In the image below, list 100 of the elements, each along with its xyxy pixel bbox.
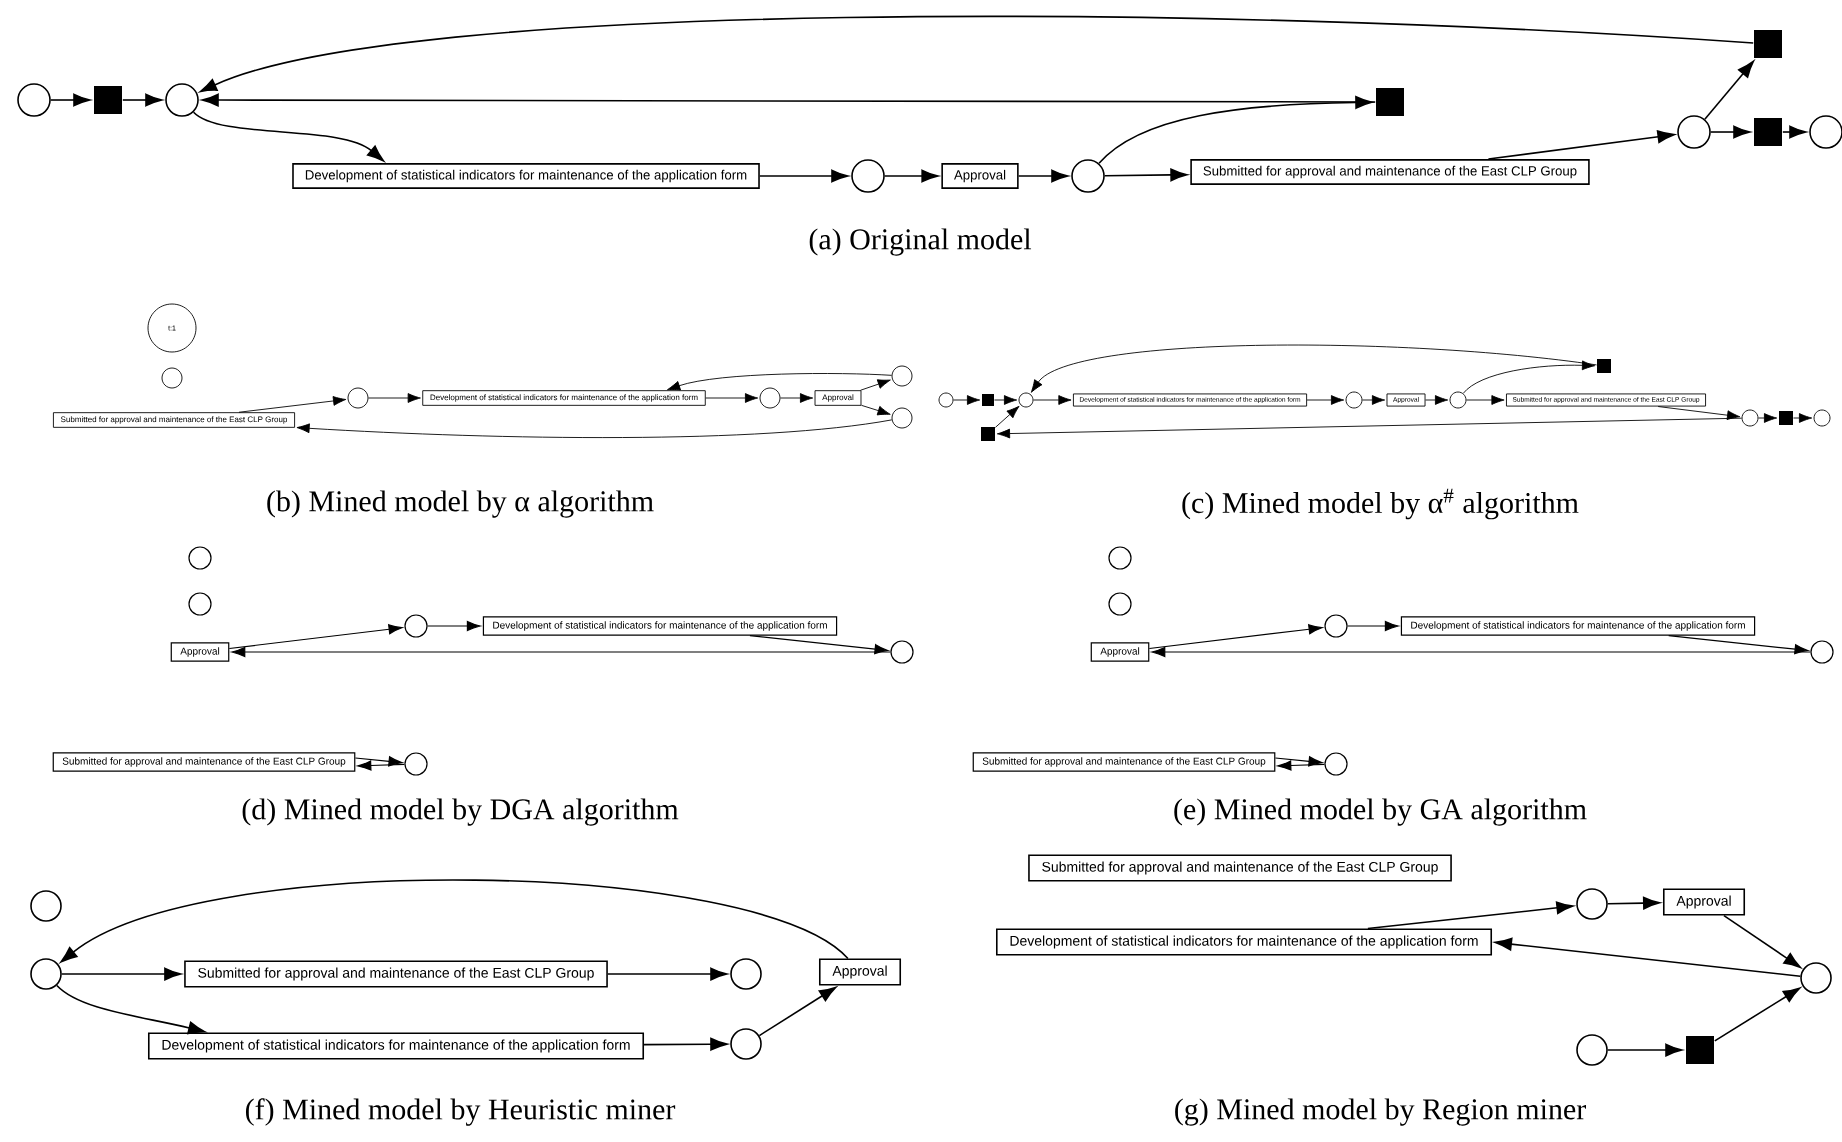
arrow	[50, 93, 91, 107]
arrow	[1710, 125, 1751, 139]
place-circle	[891, 365, 913, 387]
place-circle	[890, 640, 914, 664]
arrow	[1148, 624, 1323, 650]
arrow	[860, 379, 891, 391]
arrow	[1607, 1043, 1683, 1057]
arrow	[1017, 169, 1069, 183]
place-circle	[1108, 546, 1132, 570]
arrow	[238, 396, 347, 413]
arrow	[1466, 395, 1505, 405]
arrow	[1714, 987, 1801, 1042]
arrow	[994, 395, 1018, 405]
arrow	[201, 93, 1376, 107]
place-circle	[188, 546, 212, 570]
arrow	[995, 405, 1020, 428]
arrow	[861, 404, 891, 416]
place-circle	[730, 958, 762, 990]
place-circle	[1576, 1034, 1608, 1066]
place-circle	[30, 890, 62, 922]
place-circle	[891, 407, 913, 429]
place-circle	[347, 387, 369, 409]
caption: (b) Mined model by α algorithm	[267, 490, 654, 518]
arrow	[56, 984, 206, 1035]
place-circle	[1677, 115, 1711, 149]
place-circle	[404, 752, 428, 776]
arrow	[1098, 96, 1373, 165]
arrow	[1607, 896, 1661, 910]
place-circle	[1810, 640, 1834, 664]
place-circle	[1018, 392, 1034, 408]
place-circle	[188, 592, 212, 616]
arrow	[996, 417, 1742, 439]
caption: (e) Mined model by GA algorithm	[1174, 798, 1587, 826]
place-circle	[938, 392, 954, 408]
place-circle	[1741, 409, 1759, 427]
place-circle	[730, 1028, 762, 1060]
place-circle	[851, 159, 885, 193]
place-circle	[1324, 614, 1348, 638]
arrow	[705, 393, 759, 403]
place-circle	[1345, 391, 1363, 409]
arrow	[1462, 360, 1596, 394]
caption: (f) Mined model by Heuristic miner	[245, 1098, 676, 1126]
place-circle	[1800, 962, 1832, 994]
arrow	[357, 760, 405, 771]
place-circle	[30, 958, 62, 990]
arrow	[1030, 344, 1597, 393]
arrow	[1657, 406, 1741, 421]
transition-square	[1376, 88, 1404, 116]
arrow	[1668, 635, 1809, 655]
caption: (d) Mined model by DGA algorithm	[242, 798, 679, 826]
arrow	[953, 395, 981, 405]
transition-square	[1779, 411, 1793, 425]
arrow	[1033, 395, 1072, 405]
place-circle	[1576, 888, 1608, 920]
place-circle	[759, 387, 781, 409]
arrow	[354, 756, 403, 767]
place-circle	[1449, 391, 1467, 409]
arrow	[1487, 130, 1675, 160]
arrow	[228, 624, 403, 650]
arrow	[1362, 395, 1386, 405]
arrow	[759, 169, 849, 183]
arrow	[643, 1037, 728, 1051]
place-circle	[161, 367, 183, 389]
arrow	[1425, 395, 1449, 405]
arrow	[1793, 413, 1813, 423]
arrow	[780, 393, 814, 403]
transition-square	[981, 427, 995, 441]
place-circle	[404, 614, 428, 638]
arrow	[1347, 620, 1399, 632]
transition-square	[1754, 30, 1782, 58]
arrow	[231, 646, 891, 658]
arrow	[1367, 901, 1574, 930]
arrow	[1782, 125, 1807, 139]
arrow	[192, 111, 385, 162]
arrow	[1758, 413, 1778, 423]
arrow	[122, 93, 163, 107]
transition-square	[982, 394, 994, 406]
arrow	[199, 15, 1754, 93]
arrow	[749, 635, 889, 655]
caption: (c) Mined model by α$^{#}$ algorithm	[1182, 488, 1579, 520]
caption: (g) Mined model by Region miner	[1175, 1098, 1586, 1126]
arrow	[1274, 756, 1323, 767]
place-circle	[1813, 409, 1831, 427]
arrow	[667, 373, 893, 391]
arrow	[1104, 168, 1188, 182]
arrow	[1277, 760, 1325, 771]
place-circle	[17, 83, 51, 117]
caption: (a) Original model	[809, 228, 1032, 256]
arrow	[61, 967, 182, 981]
arrow	[607, 967, 728, 981]
arrow	[368, 393, 421, 403]
arrow	[1151, 646, 1811, 658]
place-circle	[1324, 752, 1348, 776]
arrow	[884, 169, 939, 183]
place-circle	[1108, 592, 1132, 616]
arrow	[758, 986, 837, 1037]
arrow	[427, 620, 481, 632]
arrow	[296, 419, 893, 438]
arrow	[1306, 395, 1345, 405]
arrow	[1704, 60, 1755, 120]
